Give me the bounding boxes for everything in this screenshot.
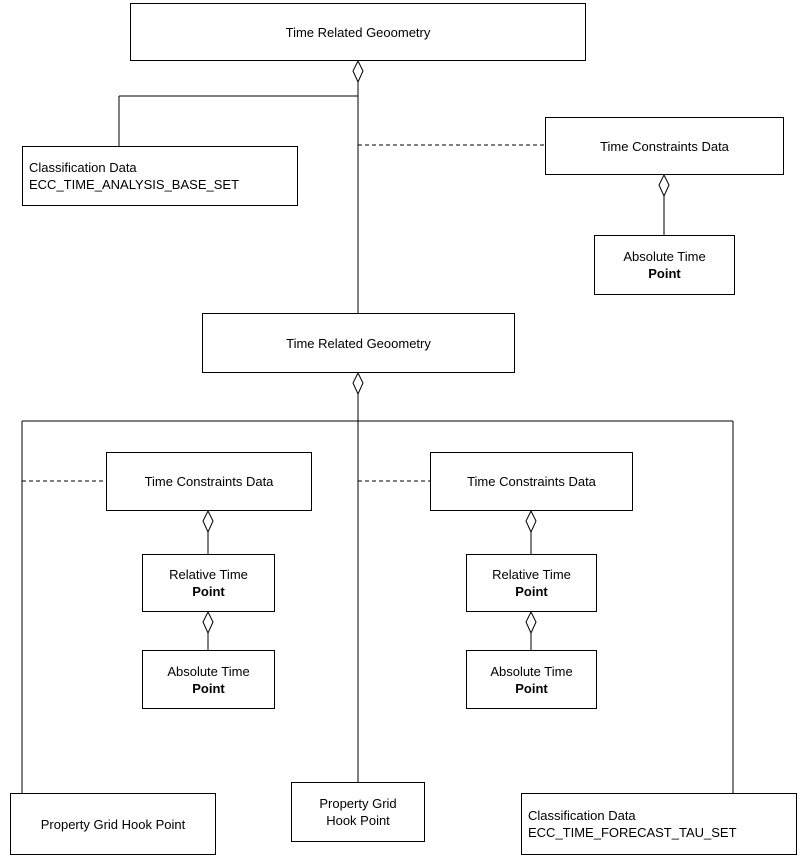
aggregation-diamond-right-relative [525, 610, 537, 635]
node-label: Time Constraints Data [144, 474, 274, 489]
node-relative-time-point-left[interactable]: Relative Time Point [142, 554, 275, 612]
node-absolute-time-point-top[interactable]: Absolute Time Point [594, 235, 735, 295]
aggregation-diamond-constraints-top [658, 173, 670, 198]
node-label-line1: Absolute Time [490, 663, 573, 679]
node-label: Time Constraints Data [467, 474, 596, 489]
aggregation-diamond-left-constraints [202, 509, 214, 534]
node-label-line2: ECC_TIME_FORECAST_TAU_SET [528, 825, 737, 840]
node-time-constraints-data-left[interactable]: Time Constraints Data [106, 452, 312, 511]
node-time-related-geometry-top[interactable]: Time Related Geoometry [130, 3, 586, 61]
aggregation-diamond-right-constraints [525, 509, 537, 534]
node-relative-time-point-right[interactable]: Relative Time Point [466, 554, 597, 612]
node-label-line2: Hook Point [326, 813, 390, 828]
aggregation-diamond-top [352, 59, 364, 84]
node-time-constraints-data-right[interactable]: Time Constraints Data [430, 452, 633, 511]
node-label-line1: Property Grid [319, 796, 397, 811]
node-label-line2: ECC_TIME_ANALYSIS_BASE_SET [29, 177, 240, 192]
node-label-line1: Relative Time [492, 567, 571, 582]
node-absolute-time-point-right[interactable]: Absolute Time Point [466, 650, 597, 709]
node-label-line2: Point [192, 584, 225, 599]
node-classification-data-analysis-base-set[interactable]: Classification Data ECC_TIME_ANALYSIS_BA… [22, 146, 298, 206]
node-label-line2: Point [648, 266, 681, 281]
node-label-line2: Point [515, 680, 548, 696]
node-time-related-geometry-mid[interactable]: Time Related Geoometry [202, 313, 515, 373]
node-property-grid-hook-point-bottom-mid[interactable]: Property Grid Hook Point [291, 782, 425, 842]
node-classification-data-forecast-tau-set[interactable]: Classification Data ECC_TIME_FORECAST_TA… [521, 793, 797, 855]
node-label-line1: Absolute Time [167, 663, 250, 679]
node-label: Time Related Geoometry [286, 335, 431, 351]
node-label-line2: Point [515, 584, 548, 599]
node-time-constraints-data-top[interactable]: Time Constraints Data [545, 117, 784, 175]
node-label: Time Constraints Data [600, 138, 729, 154]
node-property-grid-hook-point-bottom-left[interactable]: Property Grid Hook Point [10, 793, 216, 855]
node-label: Time Related Geoometry [285, 24, 431, 40]
node-label-line2: Point [192, 680, 225, 696]
node-absolute-time-point-left[interactable]: Absolute Time Point [142, 650, 275, 709]
aggregation-diamond-left-relative [202, 610, 214, 635]
node-label-line1: Absolute Time [623, 249, 706, 264]
aggregation-diamond-mid [352, 371, 364, 396]
node-label-line1: Classification Data [528, 808, 636, 823]
node-label-line1: Classification Data [29, 160, 137, 175]
node-label: Property Grid Hook Point [40, 816, 186, 832]
node-label-line1: Relative Time [169, 567, 248, 582]
